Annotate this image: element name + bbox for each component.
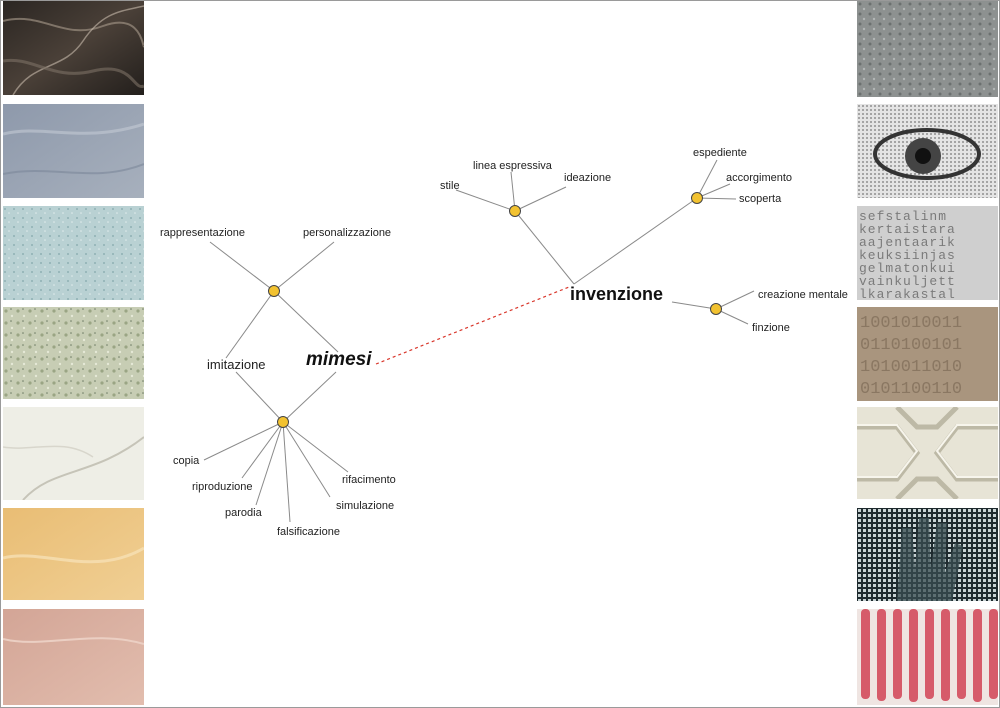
binary-row-3: 1010011010 (860, 358, 962, 377)
node-invenzione-lower-right (710, 303, 722, 315)
label-imitazione: imitazione (207, 357, 266, 372)
edge-personalizzazione (273, 241, 335, 292)
node-invenzione-upper-right (691, 192, 703, 204)
label-espediente: espediente (693, 147, 747, 159)
label-ideazione: ideazione (564, 172, 612, 184)
texture-binary-code-relief: 1001010011 0110100101 1010011010 0101100… (857, 307, 998, 401)
binary-row-4: 0101100110 (860, 380, 962, 399)
edge-parodia (255, 421, 284, 506)
edge-mimesi-lower (282, 371, 337, 423)
texture-white-marble (3, 407, 144, 500)
texture-yellow-marble (3, 508, 144, 600)
texture-white-interlace-relief (857, 407, 998, 499)
texture-pixel-hand (857, 508, 998, 601)
node-mimesi-upper (268, 285, 280, 297)
edge-simulazione (282, 421, 331, 498)
engraved-row-4: keuksiinjas (859, 248, 956, 263)
texture-green-speckled-stone (3, 307, 144, 399)
texture-pink-marble (3, 609, 144, 705)
label-simulazione: simulazione (336, 500, 395, 512)
binary-row-1: 1001010011 (860, 314, 962, 333)
edge-creazione-mentale (715, 290, 755, 310)
edge-imitazione (225, 290, 275, 359)
edge-copia (203, 421, 284, 461)
label-falsificazione: falsificazione (277, 526, 340, 538)
texture-dark-marble (3, 1, 144, 95)
label-invenzione: invenzione (570, 284, 664, 304)
texture-pale-teal-granite (3, 206, 144, 300)
binary-row-2: 0110100101 (860, 336, 962, 355)
edge-mimesi-upper (273, 290, 339, 353)
label-creazione-mentale: creazione mentale (758, 289, 848, 301)
label-accorgimento: accorgimento (726, 172, 793, 184)
dashed-link-mimesi-invenzione (375, 286, 570, 365)
label-stile: stile (440, 180, 460, 192)
label-scoperta: scoperta (739, 193, 782, 205)
node-mimesi-lower (277, 416, 289, 428)
label-finzione: finzione (752, 322, 790, 334)
label-riproduzione: riproduzione (192, 481, 253, 493)
label-parodia: parodia (225, 507, 262, 519)
edge-linea-espressiva (510, 171, 516, 212)
edge-invenzione-to-left-node (514, 210, 575, 285)
texture-grey-rough-stone (857, 1, 998, 97)
texture-halftone-eye (857, 104, 998, 198)
texture-red-rods (857, 609, 998, 705)
label-mimesi: mimesi (306, 349, 372, 370)
engraved-row-6: vainkuljett (859, 274, 956, 289)
edge-falsificazione (282, 421, 291, 523)
edge-imitazione-lower (235, 371, 284, 423)
edge-riproduzione (241, 421, 284, 479)
edge-rifacimento (282, 421, 349, 473)
label-rifacimento: rifacimento (342, 474, 396, 486)
edge-invenzione-to-finzione-node (671, 301, 717, 310)
texture-engraved-letters: sefstalinm kertaistara aajentaarik keuks… (857, 206, 998, 300)
engraved-row-1: sefstalinm (859, 209, 947, 224)
label-copia: copia (173, 455, 200, 467)
engraved-row-2: kertaistara (859, 222, 956, 237)
engraved-row-5: gelmatonkui (859, 261, 956, 276)
texture-blue-grey-stone (3, 104, 144, 198)
edge-stile (455, 189, 516, 212)
engraved-row-7: lkarakastal (859, 287, 956, 300)
label-linea-espressiva: linea espressiva (473, 160, 552, 172)
engraved-row-3: aajentaarik (859, 235, 956, 250)
edge-scoperta (696, 197, 737, 200)
node-invenzione-left (509, 205, 521, 217)
edge-ideazione (514, 186, 567, 212)
label-rappresentazione: rappresentazione (160, 227, 246, 239)
label-personalizzazione: personalizzazione (303, 227, 392, 239)
edge-rappresentazione (209, 241, 275, 292)
edge-invenzione-to-right-node (573, 197, 698, 285)
edge-espediente (696, 159, 718, 199)
